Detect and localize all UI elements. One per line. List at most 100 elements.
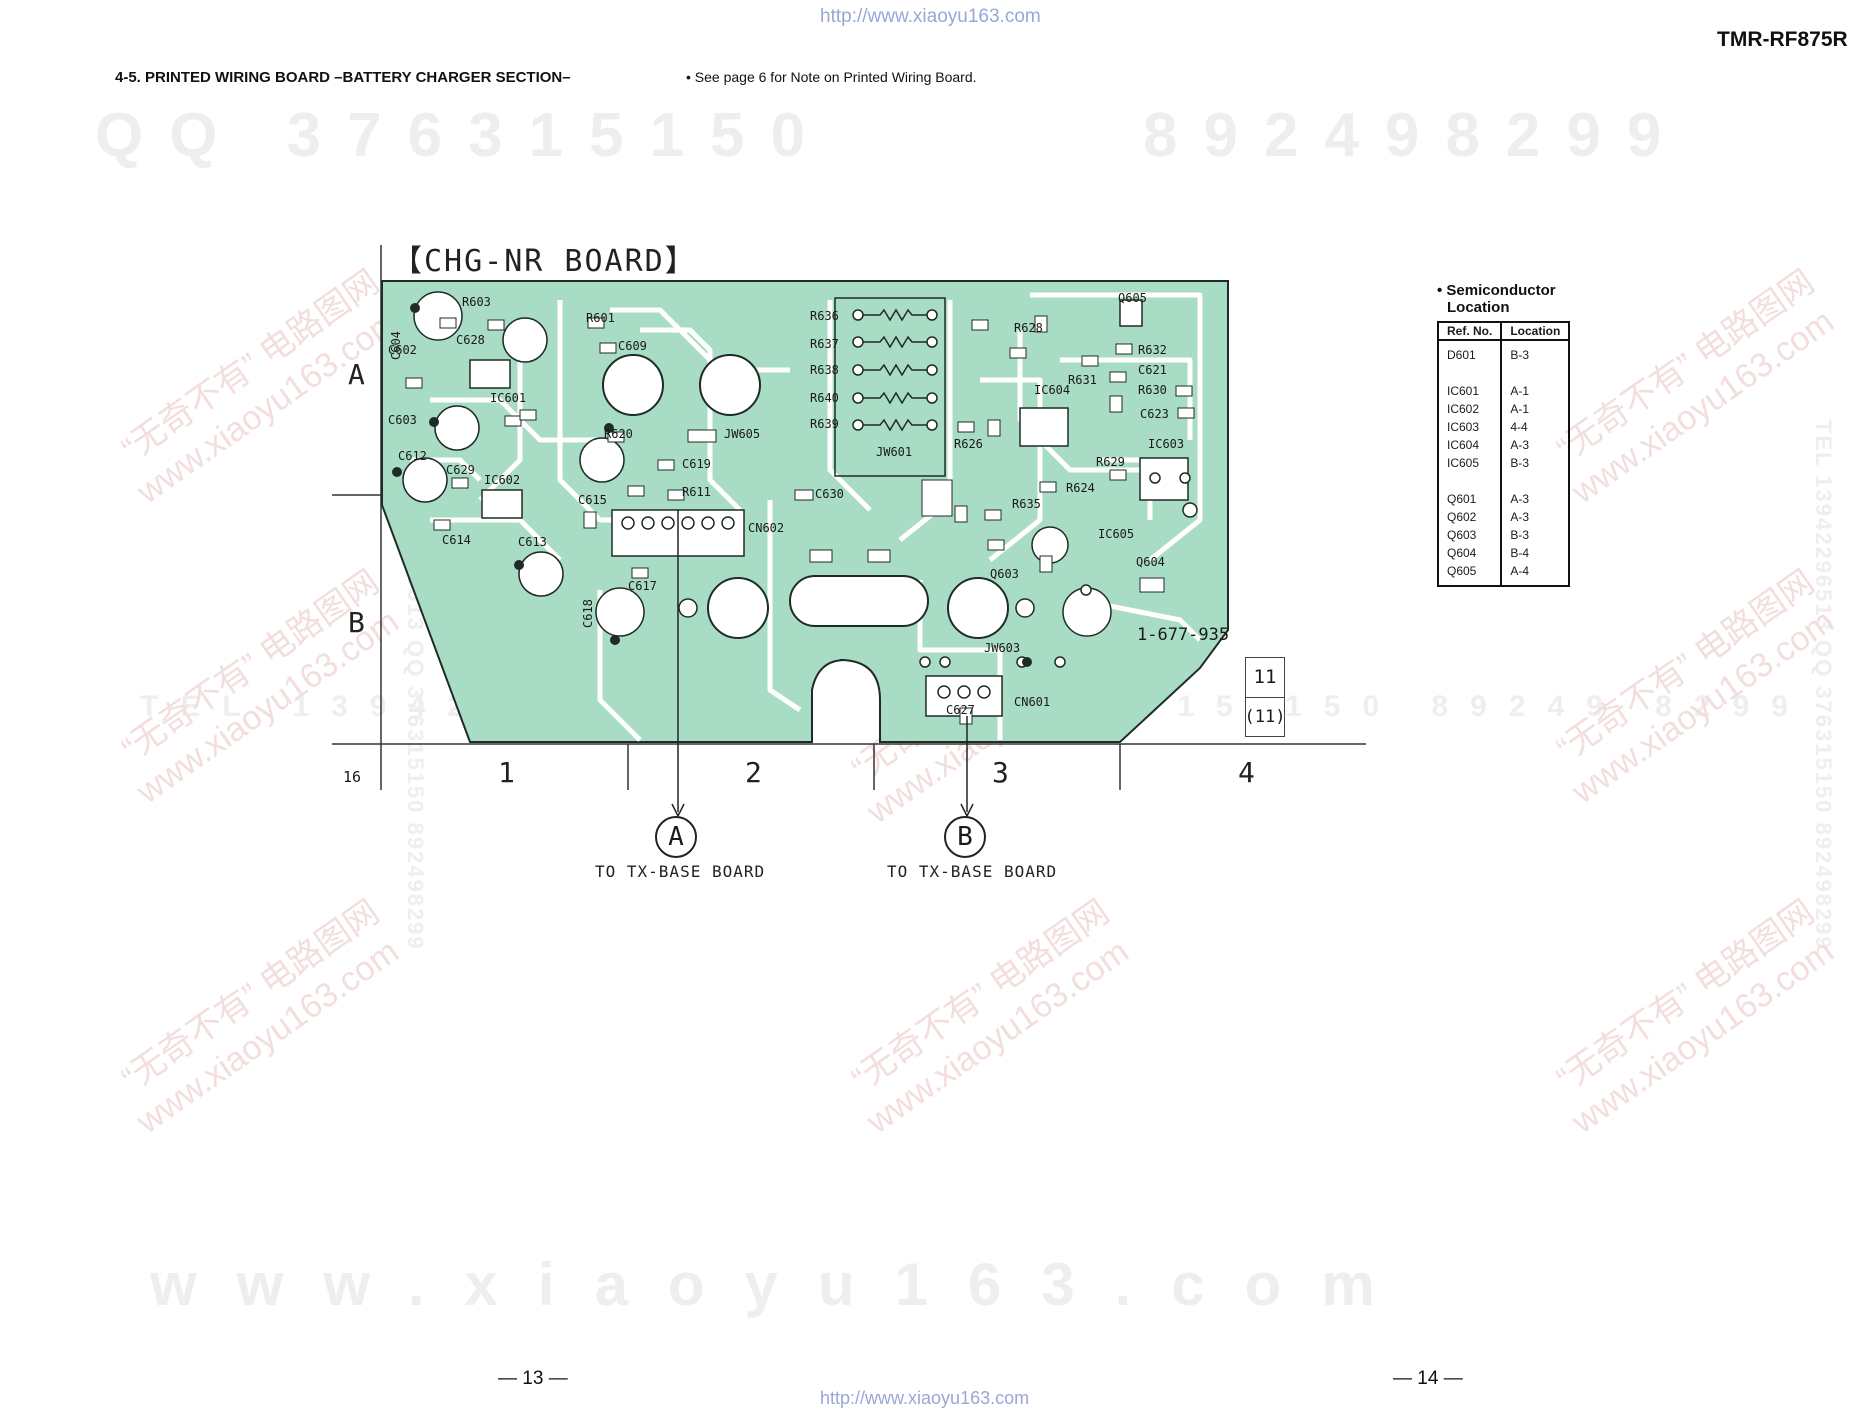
loc-cell: 4-4	[1500, 418, 1571, 436]
col-label-3: 3	[992, 756, 1009, 789]
watermark-www: www.xiaoyu163.com	[150, 1251, 1415, 1318]
svg-text:R632: R632	[1138, 343, 1167, 357]
svg-text:C619: C619	[682, 457, 711, 471]
svg-text:C618: C618	[581, 599, 595, 628]
row-label-b: B	[348, 606, 365, 639]
row-label-a: A	[348, 358, 365, 391]
svg-text:C603: C603	[388, 413, 417, 427]
watermark-qq-right: 892498299	[1143, 101, 1688, 170]
loc-cell: A-3	[1500, 436, 1571, 454]
corner-number: 16	[343, 768, 362, 786]
svg-text:R603: R603	[462, 295, 491, 309]
col-location: Location	[1500, 321, 1571, 341]
loc-cell: A-4	[1500, 562, 1571, 587]
svg-text:C612: C612	[398, 449, 427, 463]
ref-cell: IC603	[1436, 418, 1503, 436]
dest-marker-b: B	[944, 816, 986, 858]
loc-cell: A-3	[1500, 490, 1571, 508]
page-number-right: — 14 —	[1393, 1368, 1463, 1389]
col-label-1: 1	[498, 756, 515, 789]
svg-text:JW603: JW603	[984, 641, 1020, 655]
dest-marker-a: A	[655, 816, 697, 858]
svg-text:C630: C630	[815, 487, 844, 501]
svg-text:C628: C628	[456, 333, 485, 347]
col-label-2: 2	[745, 756, 762, 789]
board-title: 【CHG-NR BOARD】	[392, 244, 697, 279]
page-number-left: — 13 —	[498, 1368, 568, 1389]
svg-text:JW601: JW601	[876, 445, 912, 459]
model-number: TMR-RF875R	[1717, 28, 1848, 51]
semiconductor-heading: • Semiconductor	[1437, 282, 1556, 299]
svg-text:R637: R637	[810, 337, 839, 351]
svg-text:C609: C609	[618, 339, 647, 353]
ref-cell: Q603	[1436, 526, 1503, 544]
svg-text:R640: R640	[810, 391, 839, 405]
svg-text:Q604: Q604	[1136, 555, 1165, 569]
tag-bottom: (11)	[1244, 706, 1286, 727]
svg-text:C615: C615	[578, 493, 607, 507]
loc-cell: B-3	[1500, 340, 1571, 364]
svg-text:R620: R620	[604, 427, 633, 441]
svg-text:R624: R624	[1066, 481, 1095, 495]
location-heading: Location	[1447, 299, 1510, 316]
dest-label-b: TO TX-BASE BOARD	[887, 862, 1058, 881]
ref-cell: IC602	[1436, 400, 1503, 418]
svg-text:IC603: IC603	[1148, 437, 1184, 451]
top-url[interactable]: http://www.xiaoyu163.com	[820, 6, 1041, 27]
svg-text:C614: C614	[442, 533, 471, 547]
bottom-url[interactable]: http://www.xiaoyu163.com	[820, 1388, 1030, 1408]
board-part-number: 1-677-935	[1137, 625, 1230, 645]
svg-text:R629: R629	[1096, 455, 1125, 469]
svg-text:C621: C621	[1138, 363, 1167, 377]
svg-text:C602: C602	[388, 343, 417, 357]
svg-text:C623: C623	[1140, 407, 1169, 421]
loc-cell: B-3	[1500, 454, 1571, 472]
loc-cell: B-3	[1500, 526, 1571, 544]
ref-cell: IC601	[1436, 382, 1503, 400]
ref-cell: Q601	[1436, 490, 1503, 508]
svg-text:IC604: IC604	[1034, 383, 1070, 397]
ref-cell: Q605	[1436, 562, 1503, 587]
svg-text:CN601: CN601	[1014, 695, 1050, 709]
pwb-note: • See page 6 for Note on Printed Wiring …	[686, 69, 977, 85]
watermark-qq-left: QQ 376315150	[95, 101, 832, 170]
watermark-digits-mid: 6315 150 89249 8299	[1100, 690, 1810, 723]
ref-cell: IC604	[1436, 436, 1503, 454]
svg-text:IC605: IC605	[1098, 527, 1134, 541]
svg-text:C627: C627	[946, 703, 975, 717]
svg-text:IC602: IC602	[484, 473, 520, 487]
spacer-cell	[1436, 472, 1503, 490]
ref-cell: D601	[1436, 340, 1503, 364]
spacer-cell	[1436, 364, 1503, 382]
svg-text:JW605: JW605	[724, 427, 760, 441]
loc-cell: B-4	[1500, 544, 1571, 562]
loc-cell: A-1	[1500, 382, 1571, 400]
svg-text:R635: R635	[1012, 497, 1041, 511]
col-ref-no: Ref. No.	[1436, 321, 1503, 341]
svg-text:R626: R626	[954, 437, 983, 451]
ref-cell: Q604	[1436, 544, 1503, 562]
svg-text:C613: C613	[518, 535, 547, 549]
board-tag-box: 11 (11)	[1245, 657, 1285, 737]
section-title: 4-5. PRINTED WIRING BOARD –BATTERY CHARG…	[115, 69, 571, 86]
svg-text:R611: R611	[682, 485, 711, 499]
ref-cell: Q602	[1436, 508, 1503, 526]
dest-label-a: TO TX-BASE BOARD	[595, 862, 766, 881]
svg-text:R636: R636	[810, 309, 839, 323]
svg-text:R631: R631	[1068, 373, 1097, 387]
svg-text:C617: C617	[628, 579, 657, 593]
spacer-cell	[1500, 472, 1571, 490]
tag-top: 11	[1246, 658, 1284, 698]
svg-text:IC601: IC601	[490, 391, 526, 405]
svg-text:C629: C629	[446, 463, 475, 477]
ref-cell: IC605	[1436, 454, 1503, 472]
svg-text:R638: R638	[810, 363, 839, 377]
svg-text:R630: R630	[1138, 383, 1167, 397]
svg-text:Q603: Q603	[990, 567, 1019, 581]
svg-text:C604: C604	[389, 331, 403, 360]
svg-text:R601: R601	[586, 311, 615, 325]
loc-cell: A-1	[1500, 400, 1571, 418]
svg-text:R639: R639	[810, 417, 839, 431]
svg-text:R628: R628	[1014, 321, 1043, 335]
